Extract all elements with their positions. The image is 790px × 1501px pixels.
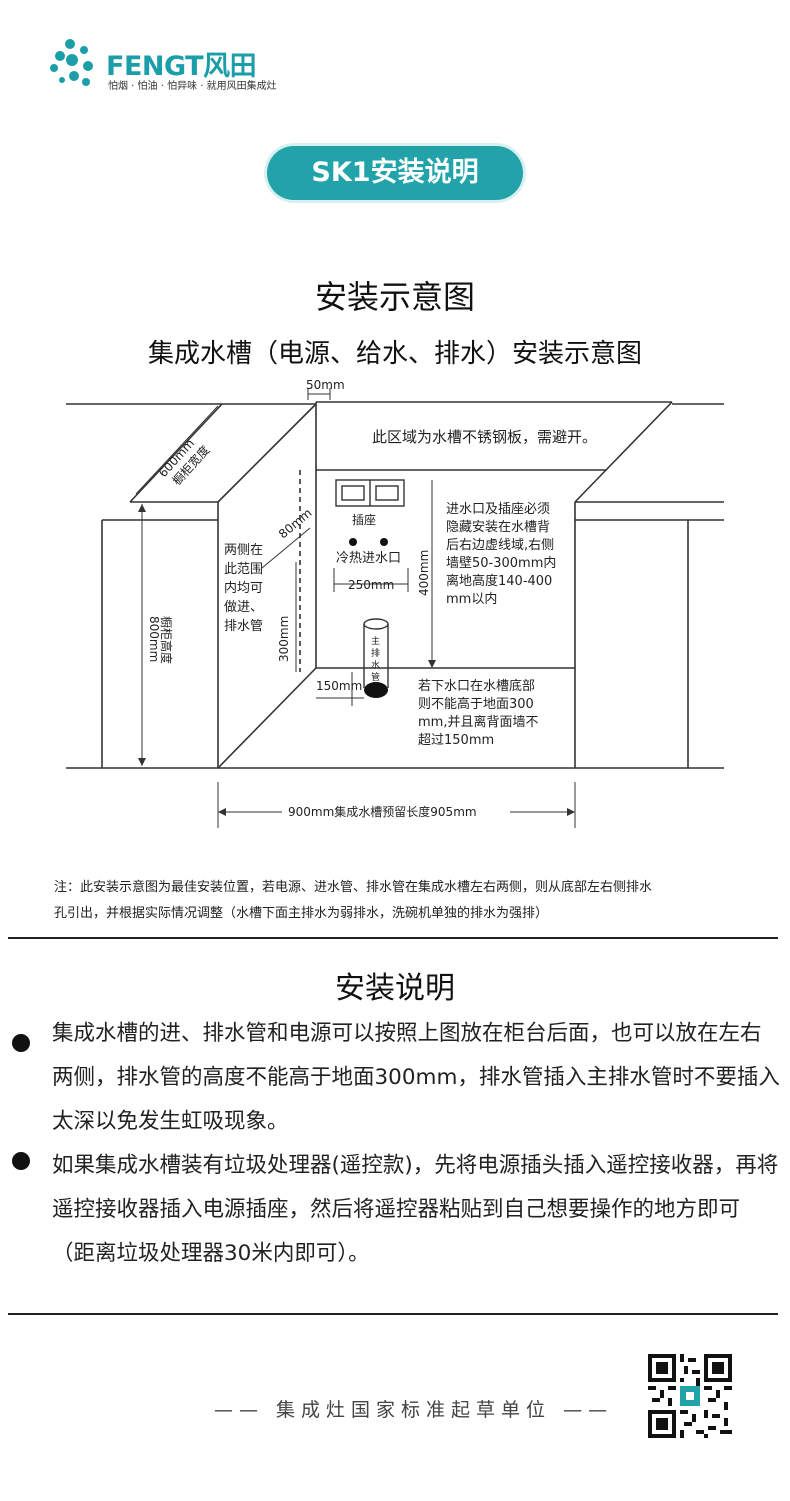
note-line-2: 孔引出，并根据实际情况调整（水槽下面主排水为弱排水，洗碗机单独的排水为强排）: [54, 906, 549, 921]
drain-note-line: 若下水口在水槽底部: [418, 678, 535, 694]
main-drain-pipe-icon: [363, 618, 389, 698]
right-note-line: 后右边虚线域,右侧: [446, 538, 554, 553]
bullet-icon: [12, 1152, 30, 1170]
pipe-label-char: 排: [371, 647, 380, 659]
cabinet-height-value: 800mm: [147, 616, 161, 662]
top-gap-label: 50mm: [306, 378, 345, 392]
right-note-line: 隐藏安装在水槽背: [446, 520, 550, 535]
pipe-label-char: 管: [371, 671, 380, 683]
side-note-line: 此范围: [224, 562, 263, 577]
side-note-line: 内均可: [224, 580, 263, 596]
pipe-label-char: 主: [371, 635, 380, 647]
right-note: 进水口及插座必须 隐藏安装在水槽背 后右边虚线域,右侧 墙壁50-300mm内 …: [446, 502, 556, 607]
qr-code-icon: [648, 1354, 732, 1438]
note-line-1: 注：此安装示意图为最佳安装位置，若电源、进水管、排水管在集成水槽左右两侧，则从底…: [54, 880, 653, 895]
instruction-text: 如果集成水槽装有垃圾处理器(遥控款)，先将电源插头插入遥控接收器，再将遥控接收器…: [52, 1153, 779, 1266]
pipe-label-char: 水: [371, 659, 380, 671]
diagram-subtitle: 集成水槽（电源、给水、排水）安装示意图: [147, 339, 642, 369]
height-300-label: 300mm: [277, 616, 291, 662]
installation-diagram: 50mm 此区域为水槽不锈钢板，需避开。 600mm 橱柜宽度 插座 冷热进水口…: [66, 378, 724, 828]
steel-area-label: 此区域为水槽不锈钢板，需避开。: [372, 428, 597, 446]
drain-note-line: mm,并且离背面墙不: [418, 714, 538, 730]
right-note-line: 离地高度140-400: [446, 573, 552, 589]
height-400-label: 400mm: [417, 550, 431, 596]
brand-logo: FENGT风田 怕烟 · 怕油 · 怕异味 · 就用风田集成灶: [50, 36, 310, 92]
inlet-width-label: 250mm: [348, 578, 394, 592]
side-note-line: 两侧在: [224, 543, 263, 558]
side-note-line: 排水管: [224, 619, 263, 634]
cabinet-height-label: 橱柜高度: [159, 616, 174, 664]
pipe-gap-label: 150mm: [316, 679, 362, 693]
brand-mark-icon: [50, 39, 93, 86]
brand-slogan: 怕烟 · 怕油 · 怕异味 · 就用风田集成灶: [108, 81, 277, 92]
offset-label: 80mm: [276, 506, 315, 542]
drain-note-line: 则不能高于地面300: [418, 696, 534, 712]
divider: [8, 1313, 778, 1315]
title-badge: SK1安装说明: [267, 146, 523, 200]
width-note-label: 900mm集成水槽预留长度905mm: [288, 804, 477, 819]
drain-note: 若下水口在水槽底部 则不能高于地面300 mm,并且离背面墙不 超过150mm: [418, 678, 538, 748]
instruction-text: 集成水槽的进、排水管和电源可以按照上图放在柜台后面，也可以放在左右两侧，排水管的…: [52, 1021, 780, 1134]
drain-note-line: 超过150mm: [418, 733, 494, 748]
side-note: 两侧在 此范围 内均可 做进、 排水管: [224, 543, 263, 634]
right-note-line: 墙壁50-300mm内: [446, 555, 556, 571]
side-note-line: 做进、: [224, 600, 263, 615]
brand-name: FENGT风田: [106, 51, 257, 82]
bullet-icon: [12, 1034, 30, 1052]
inlet-label: 冷热进水口: [336, 551, 401, 566]
diagram-title: 安装示意图: [314, 278, 475, 316]
right-note-line: mm以内: [446, 591, 497, 607]
footer-tagline: —— 集成灶国家标准起草单位 ——: [214, 1399, 614, 1421]
socket-label: 插座: [352, 512, 376, 527]
divider: [8, 937, 778, 939]
right-note-line: 进水口及插座必须: [446, 502, 550, 517]
instructions-title: 安装说明: [335, 971, 455, 1006]
